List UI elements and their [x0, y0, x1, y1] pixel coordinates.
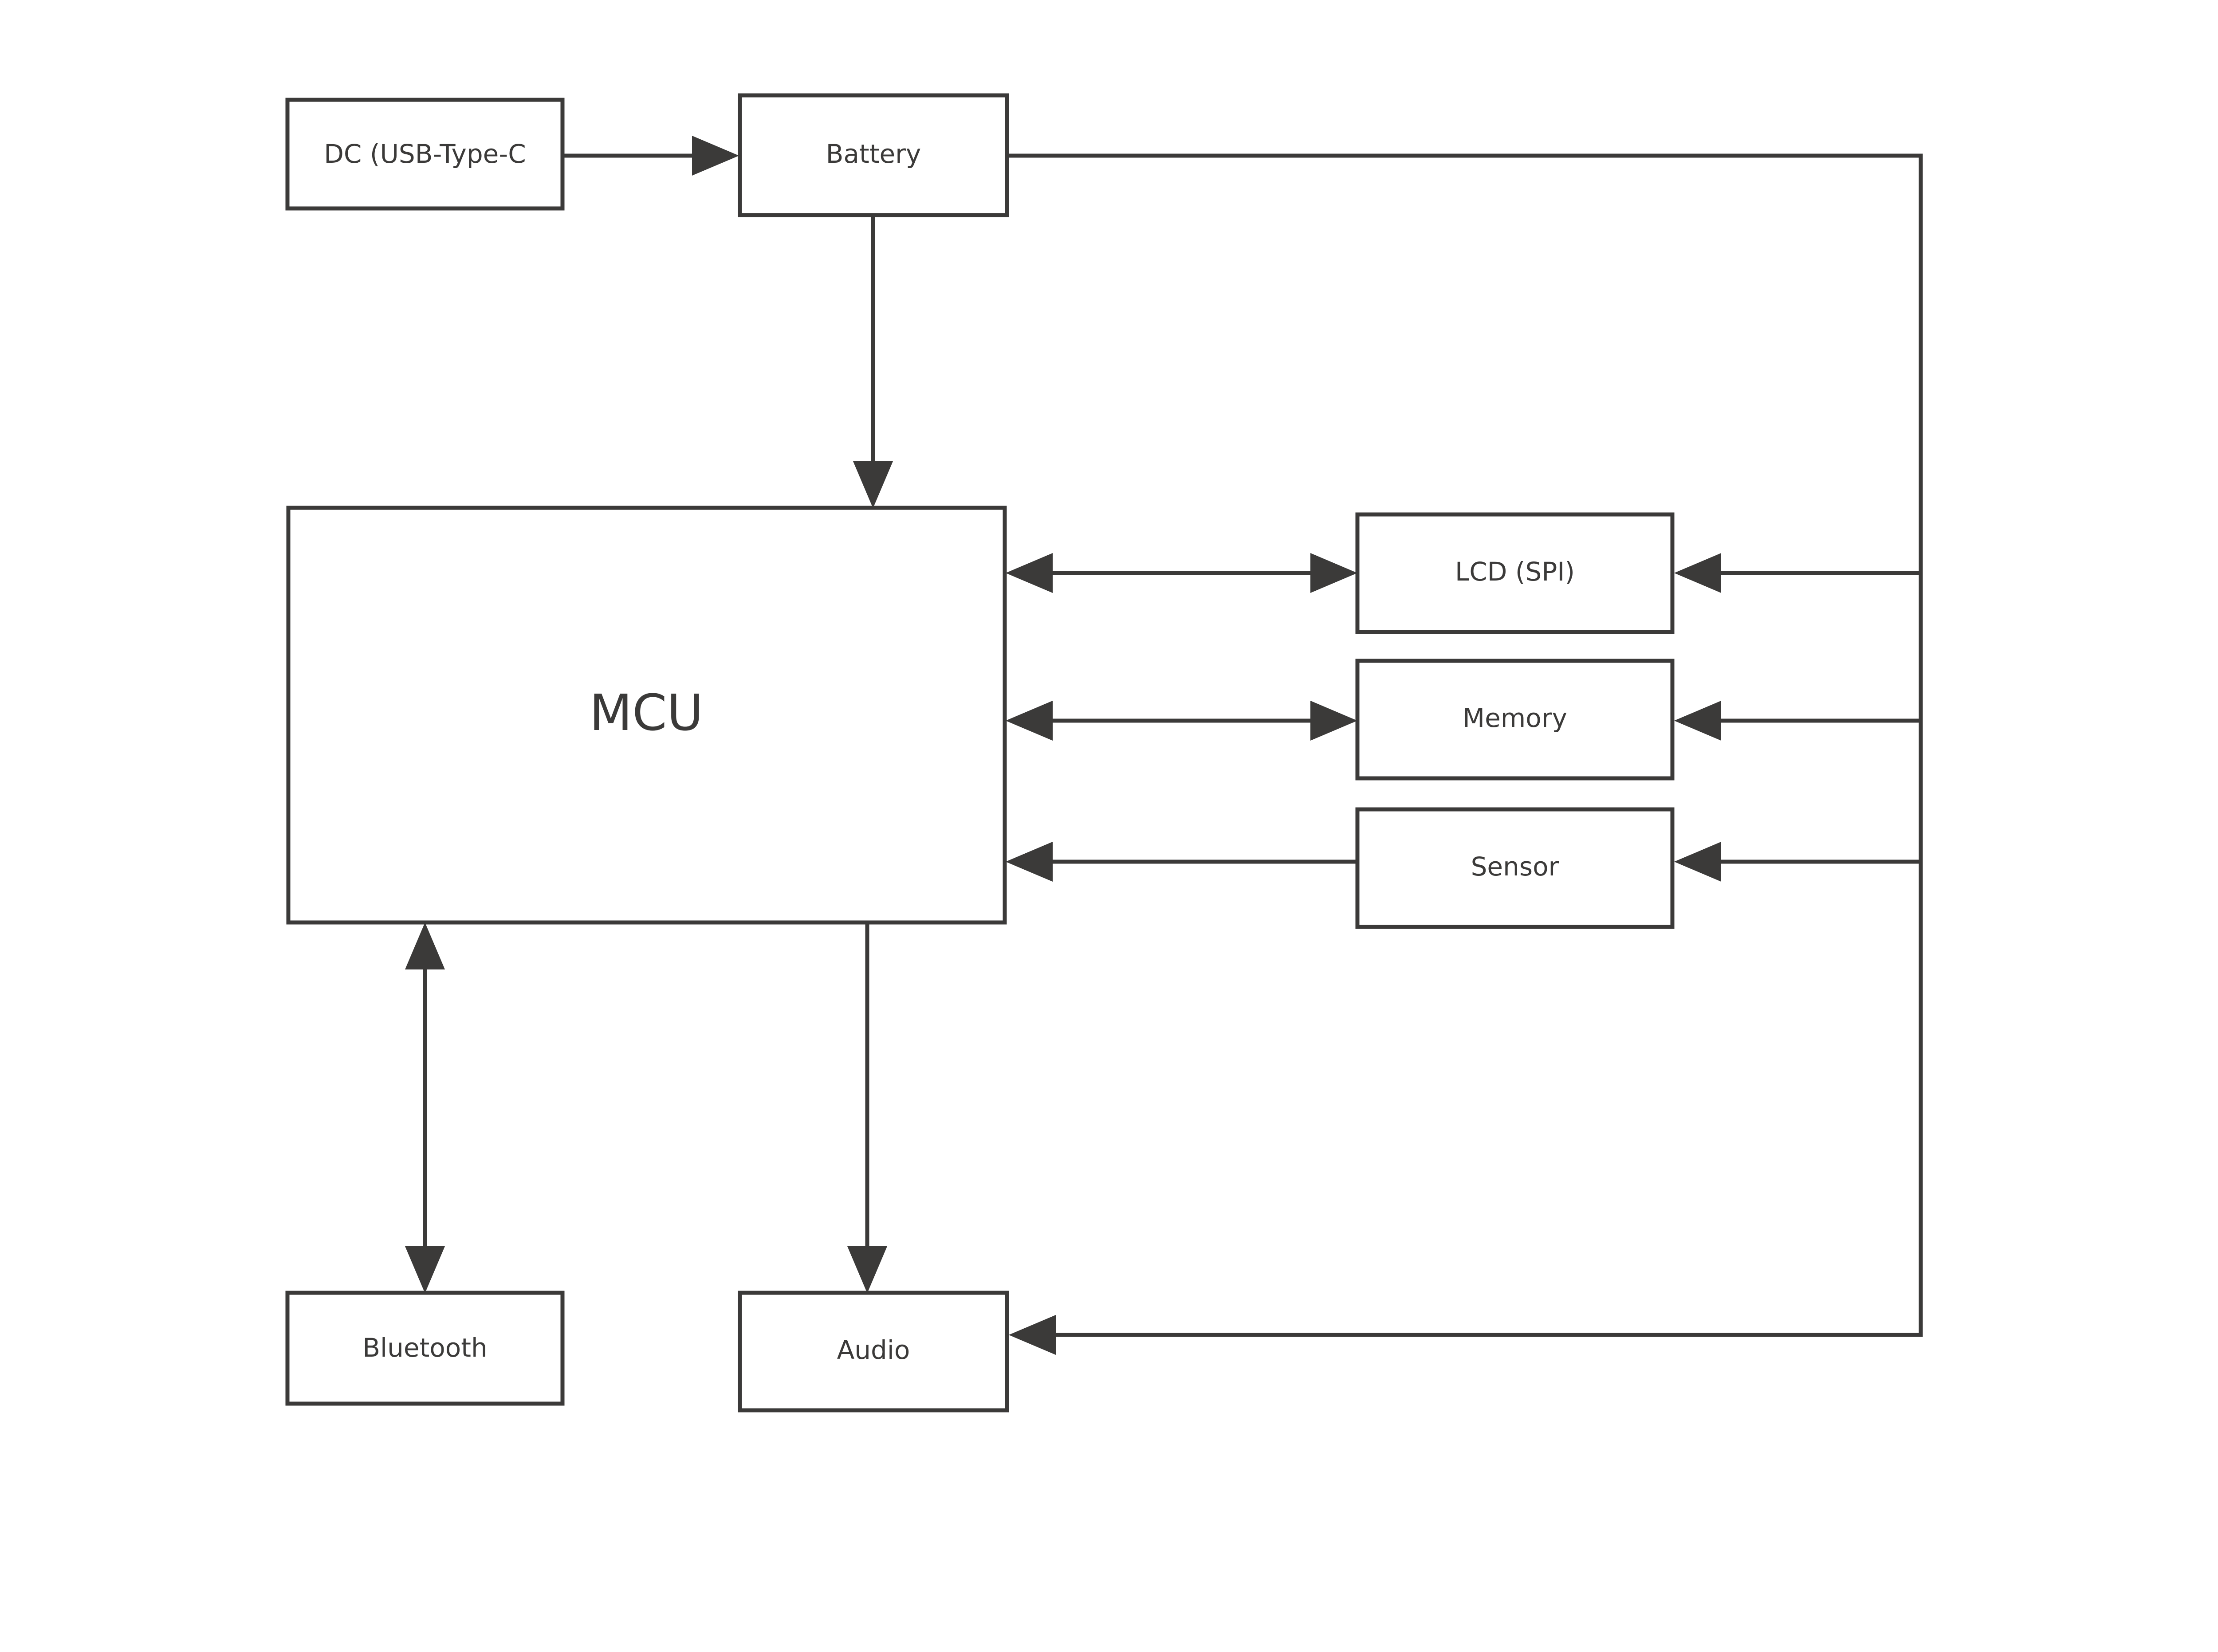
node-audio[interactable]: Audio — [738, 1291, 1009, 1413]
node-memory-label: Memory — [1463, 703, 1567, 733]
edge-powerbus-to-memory — [1674, 701, 1921, 741]
node-lcd[interactable]: LCD (SPI) — [1355, 512, 1675, 634]
node-battery-rect[interactable] — [738, 93, 1009, 217]
node-mcu-rect[interactable] — [286, 506, 1007, 925]
node-lcd-rect[interactable] — [1355, 512, 1675, 634]
edge-mcu-to-memory — [1006, 701, 1357, 741]
node-battery[interactable]: Battery — [738, 93, 1009, 217]
node-battery-label: Battery — [826, 139, 921, 169]
node-mcu-label: MCU — [590, 684, 704, 742]
edge-powerbus-to-audio — [1009, 1315, 1056, 1355]
edge-dc-to-battery — [562, 136, 739, 176]
node-sensor-label: Sensor — [1471, 852, 1559, 882]
node-bluetooth-rect[interactable] — [285, 1291, 565, 1406]
node-audio-rect[interactable] — [738, 1291, 1009, 1413]
edge-mcu-to-lcd — [1006, 553, 1357, 593]
edge-mcu-to-bluetooth — [405, 922, 445, 1293]
node-memory[interactable]: Memory — [1355, 659, 1675, 781]
edge-power-bus — [1007, 153, 1923, 1337]
edge-powerbus-to-lcd — [1674, 553, 1921, 593]
edge-battery-to-mcu — [853, 215, 893, 508]
node-dc-label: DC (USB-Type-C — [324, 139, 526, 169]
node-sensor[interactable]: Sensor — [1355, 807, 1675, 929]
edge-sensor-to-mcu — [1006, 842, 1357, 882]
edge-powerbus-to-sensor — [1674, 842, 1921, 882]
node-dc-rect[interactable] — [285, 98, 565, 211]
node-audio-label: Audio — [837, 1335, 910, 1365]
node-bluetooth[interactable]: Bluetooth — [285, 1291, 565, 1406]
node-memory-rect[interactable] — [1355, 659, 1675, 781]
edge-mcu-to-audio — [847, 922, 887, 1293]
node-lcd-label: LCD (SPI) — [1455, 557, 1575, 587]
node-dc[interactable]: DC (USB-Type-C — [285, 98, 565, 211]
node-mcu[interactable]: MCU — [286, 506, 1007, 925]
node-bluetooth-label: Bluetooth — [362, 1333, 488, 1363]
node-sensor-rect[interactable] — [1355, 807, 1675, 929]
